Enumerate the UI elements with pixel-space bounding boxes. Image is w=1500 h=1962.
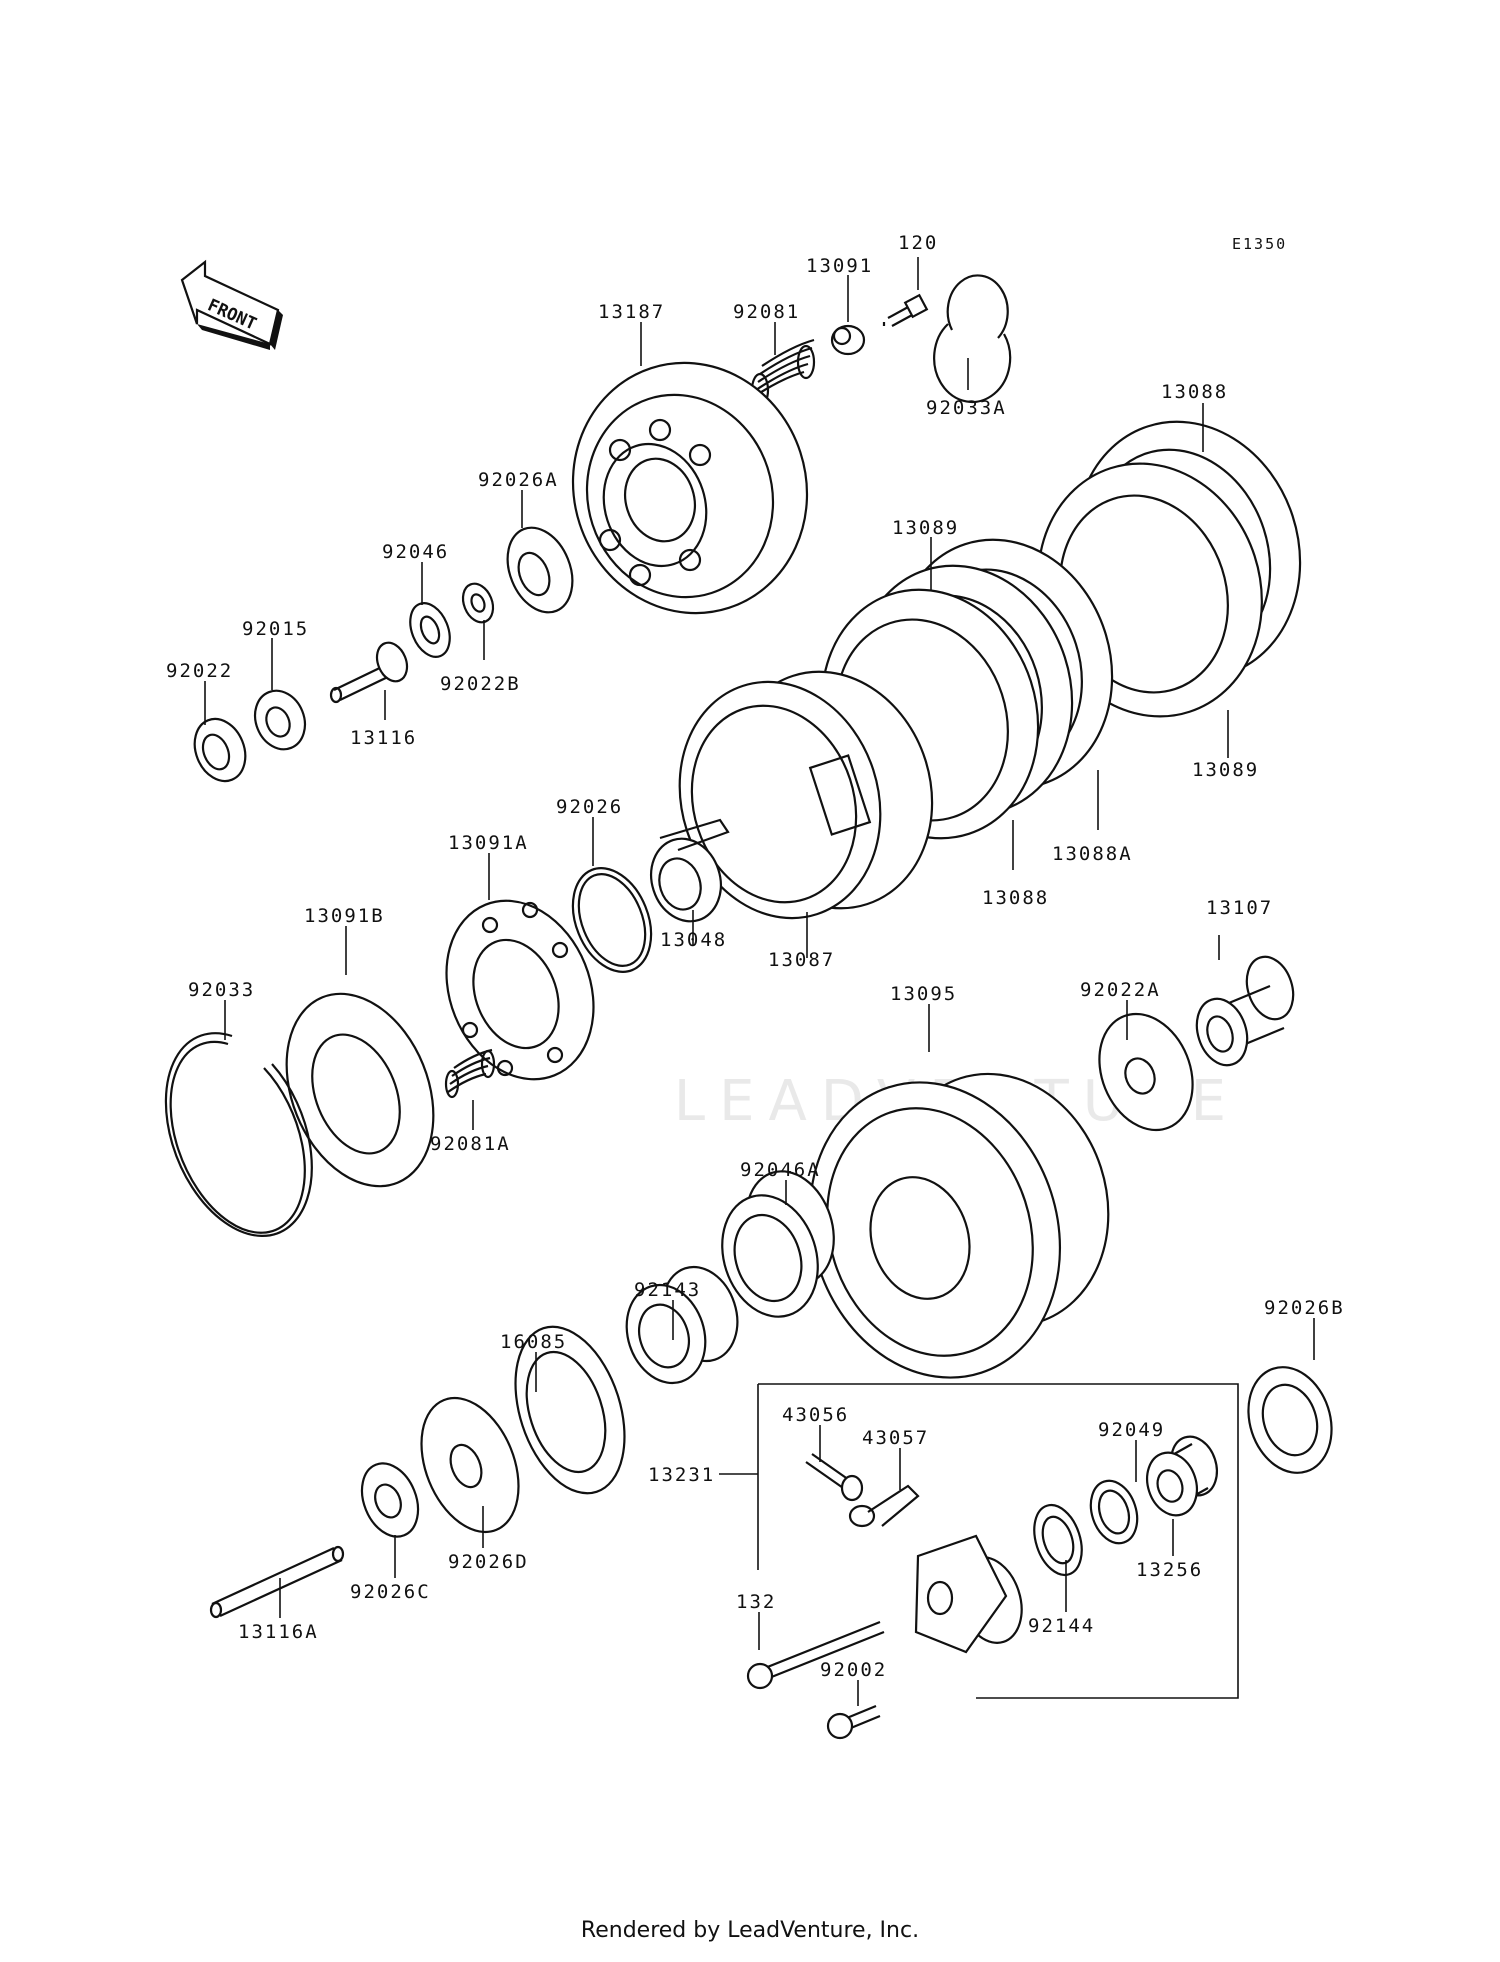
label-92081: 92081 (733, 301, 800, 323)
label-13088A: 13088A (1052, 843, 1133, 865)
bleeder-43056 (805, 1453, 864, 1502)
collar-92143 (625, 1265, 739, 1385)
seal-92049 (1089, 1479, 1139, 1545)
piston-13256 (1146, 1435, 1218, 1517)
washer-92022B (461, 582, 495, 624)
pressure-plate-13187 (571, 361, 809, 615)
label-13095: 13095 (890, 983, 957, 1005)
label-13231: 13231 (648, 1464, 715, 1486)
label-92026B: 92026B (1264, 1297, 1345, 1319)
label-13088-top: 13088 (1161, 381, 1228, 403)
retainer-13091A (445, 899, 595, 1081)
diagram-code: E1350 (1232, 235, 1287, 253)
pushrod-13116 (329, 641, 409, 704)
label-43057: 43057 (862, 1427, 929, 1449)
label-92022A: 92022A (1080, 979, 1161, 1001)
bolt-132 (746, 1620, 885, 1690)
washer-92026C (360, 1462, 420, 1538)
label-13091: 13091 (806, 255, 873, 277)
clutch-hub-13087 (678, 670, 934, 920)
front-arrow-icon: FRONT (180, 259, 283, 350)
washer-92026A (506, 526, 574, 614)
slave-cylinder-body (914, 1534, 1023, 1654)
label-92022: 92022 (166, 660, 233, 682)
footer-credit: Rendered by LeadVenture, Inc. (580, 1918, 920, 1943)
label-92033A: 92033A (926, 397, 1007, 419)
label-13089-bottom: 13089 (1192, 759, 1259, 781)
label-43056: 43056 (782, 1404, 849, 1426)
label-13116A: 13116A (238, 1621, 319, 1643)
label-13088-bottom: 13088 (982, 887, 1049, 909)
label-92026: 92026 (556, 796, 623, 818)
washer-92026D (420, 1396, 520, 1534)
label-13048: 13048 (660, 929, 727, 951)
label-92143: 92143 (634, 1279, 701, 1301)
label-92033: 92033 (188, 979, 255, 1001)
part-labels: 120 13091 92081 13187 92033A 13088 92026… (166, 232, 1345, 1681)
rod-13116A (209, 1545, 345, 1619)
gasket-92026B (1247, 1366, 1333, 1474)
needle-bearing-92046A (721, 1170, 835, 1318)
label-92144: 92144 (1028, 1615, 1095, 1637)
leader-lines (204, 257, 1315, 1706)
clutch-housing-13095 (808, 1072, 1110, 1379)
label-92026D: 92026D (448, 1551, 529, 1573)
assembly-box-13231 (757, 1383, 1239, 1699)
washer-92022 (193, 717, 247, 783)
circlip-92033 (164, 1032, 313, 1238)
label-13107: 13107 (1206, 897, 1273, 919)
spring-92144 (1033, 1503, 1083, 1577)
label-13089-top: 13089 (892, 517, 959, 539)
label-92046: 92046 (382, 541, 449, 563)
circlip-92033A (933, 274, 1012, 404)
label-120: 120 (898, 232, 938, 254)
ring-92026 (571, 867, 653, 973)
washer-92022A (1098, 1012, 1194, 1132)
label-92015: 92015 (242, 618, 309, 640)
bolt-120 (882, 293, 929, 327)
label-92022B: 92022B (440, 673, 521, 695)
spring-92081A (444, 1048, 496, 1099)
label-13091B: 13091B (304, 905, 385, 927)
label-16085: 16085 (500, 1331, 567, 1353)
bolt-92002 (826, 1704, 881, 1740)
plate-13091B (285, 992, 435, 1188)
label-92081A: 92081A (430, 1133, 511, 1155)
bearing-92046 (409, 602, 451, 658)
sleeve-13048 (650, 818, 730, 923)
label-132: 132 (736, 1591, 776, 1613)
gear-16085 (514, 1325, 626, 1495)
label-13187: 13187 (598, 301, 665, 323)
collar-13091 (830, 324, 866, 356)
label-92026A: 92026A (478, 469, 559, 491)
label-13091A: 13091A (448, 832, 529, 854)
cap-43057 (848, 1484, 920, 1528)
nut-92015 (253, 689, 307, 751)
label-92026C: 92026C (350, 1581, 431, 1603)
label-92002: 92002 (820, 1659, 887, 1681)
label-13116: 13116 (350, 727, 417, 749)
label-13256: 13256 (1136, 1559, 1203, 1581)
label-92049: 92049 (1098, 1419, 1165, 1441)
label-13087: 13087 (768, 949, 835, 971)
sleeve-13107 (1195, 955, 1295, 1067)
label-92046A: 92046A (740, 1159, 821, 1181)
